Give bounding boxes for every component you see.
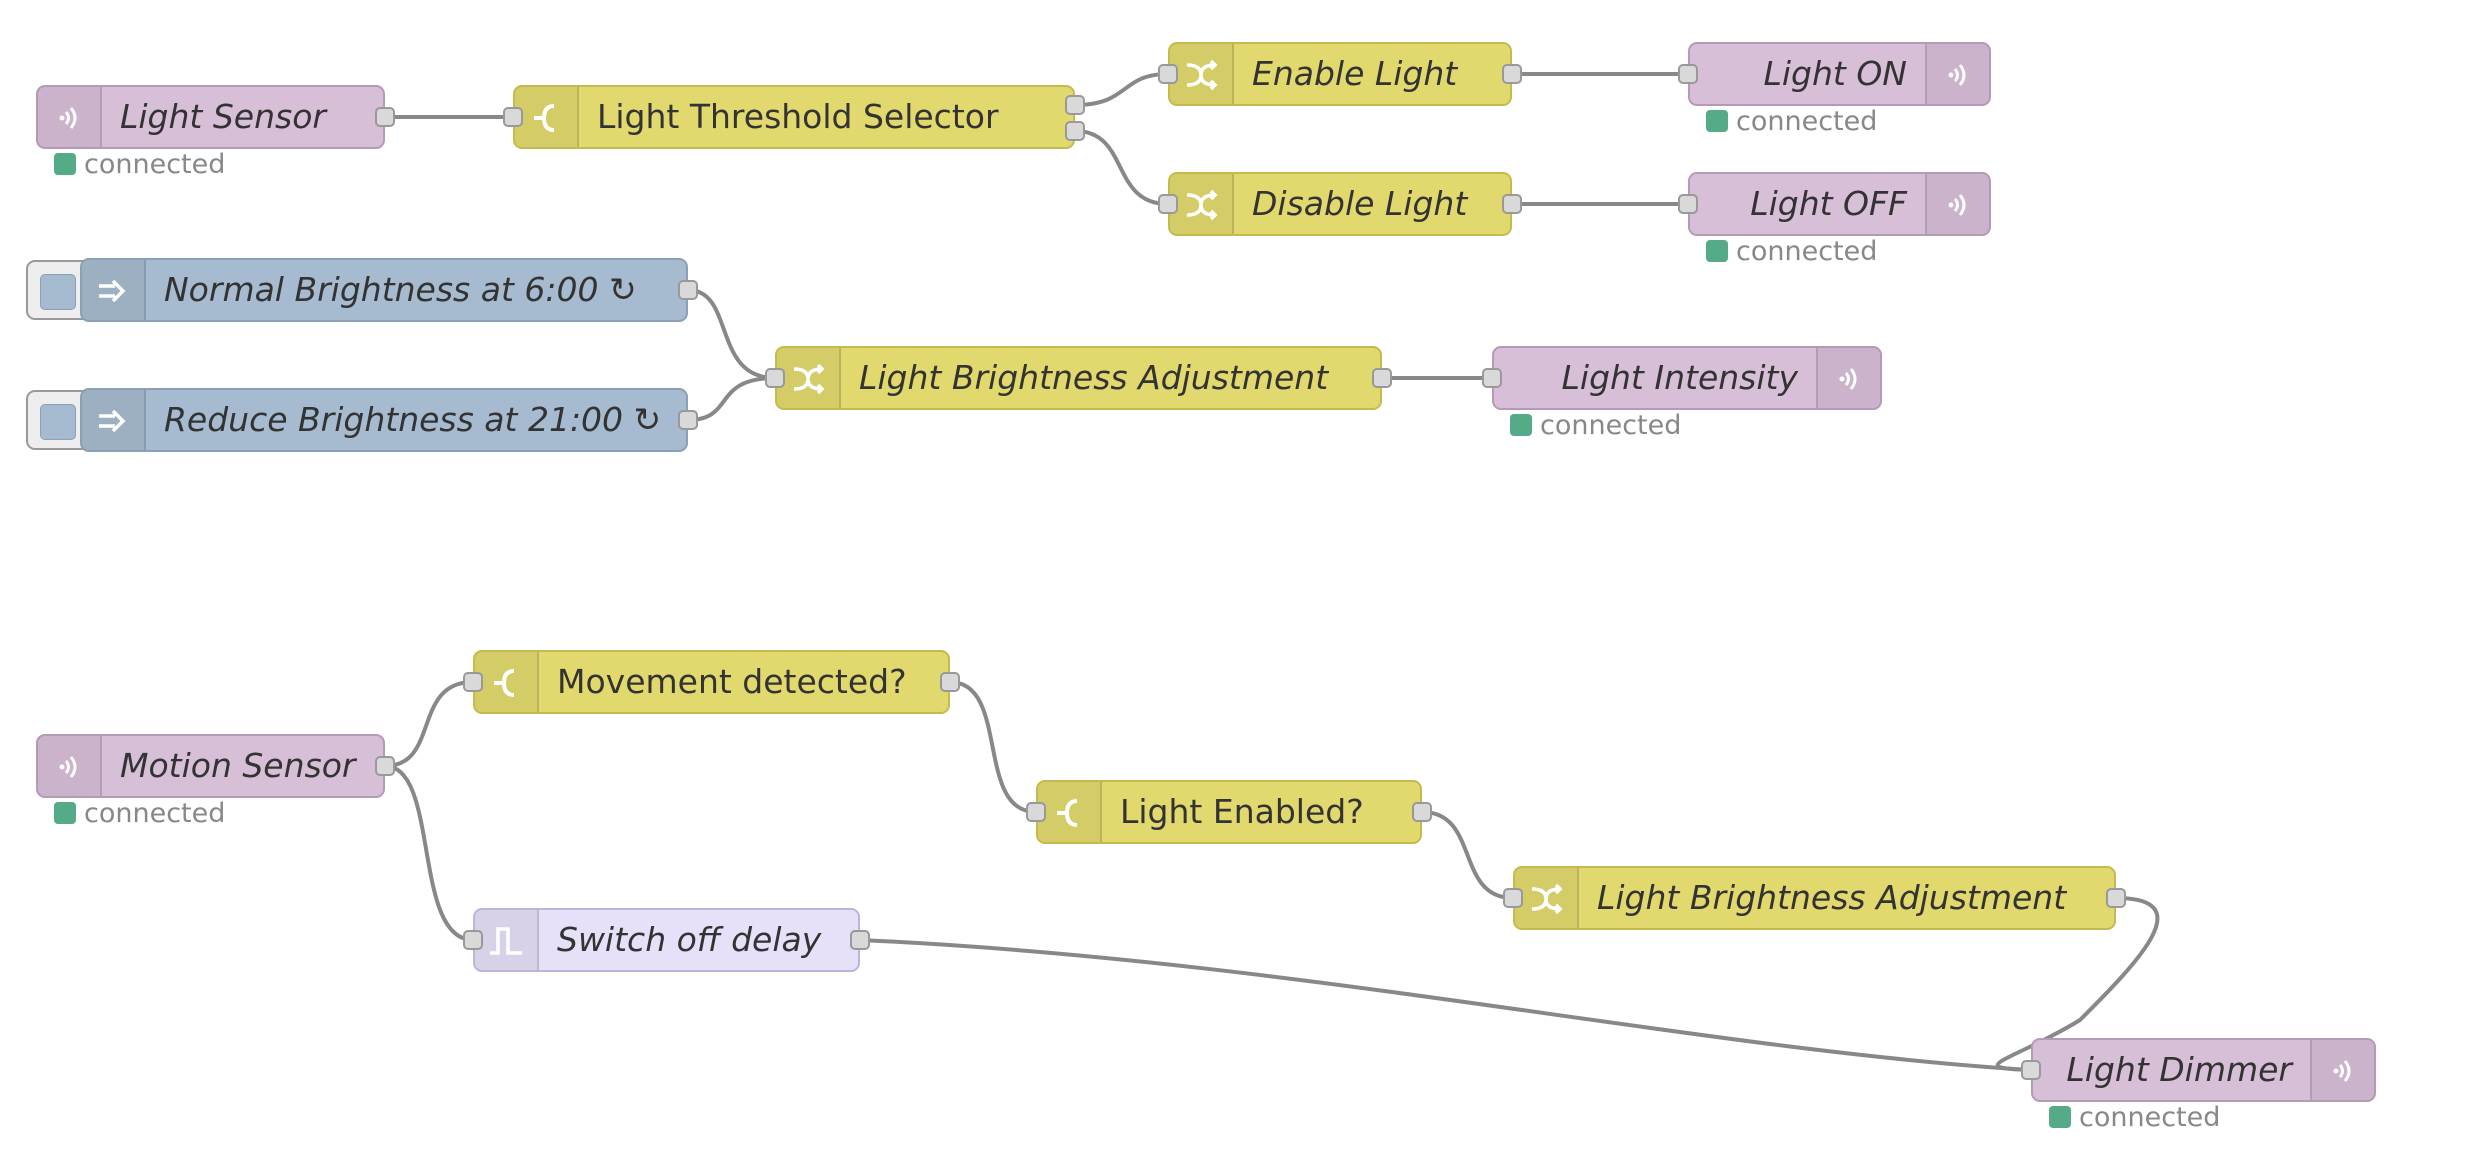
shuffle-icon — [777, 348, 841, 408]
radio-waves-icon — [2310, 1040, 2374, 1100]
shuffle-icon — [1170, 174, 1234, 234]
node-label: Light ON — [1763, 54, 1907, 93]
light-brightness-adjustment-node[interactable]: Light Brightness Adjustment — [765, 346, 1392, 410]
node-label: Light Brightness Adjustment — [1597, 878, 2067, 917]
status-indicator: connected — [54, 799, 225, 829]
input-port[interactable] — [463, 930, 483, 950]
radio-waves-icon — [1925, 44, 1989, 104]
wire[interactable] — [687, 288, 776, 380]
light-threshold-selector-node[interactable]: Light Threshold Selector — [503, 85, 1085, 149]
output-port[interactable] — [678, 280, 698, 300]
status-indicator: connected — [2049, 1103, 2220, 1133]
switch-branch-icon — [475, 652, 539, 712]
node-label: Light Threshold Selector — [597, 97, 999, 136]
node-label: Reduce Brightness at 21:00 ↻ — [164, 400, 662, 439]
output-port[interactable] — [1502, 64, 1522, 84]
wire[interactable] — [1421, 810, 1514, 900]
output-port[interactable] — [375, 756, 395, 776]
status-indicator: connected — [1510, 411, 1681, 441]
light-on-node[interactable]: Light ON — [1678, 42, 1991, 106]
wire[interactable] — [1074, 129, 1169, 206]
output-port[interactable] — [1065, 121, 1085, 141]
wire[interactable] — [1074, 72, 1169, 107]
node-label: Light Dimmer — [2066, 1050, 2292, 1089]
wire[interactable] — [859, 938, 2032, 1072]
arrow-in-icon — [82, 390, 146, 450]
switch-off-delay-node[interactable]: Switch off delay — [463, 908, 870, 972]
output-port[interactable] — [850, 930, 870, 950]
input-port[interactable] — [463, 672, 483, 692]
status-dot-icon — [1706, 239, 1728, 262]
radio-waves-icon — [1816, 348, 1880, 408]
enable-light-node[interactable]: Enable Light — [1158, 42, 1522, 106]
input-port[interactable] — [1158, 64, 1178, 84]
status-indicator: connected — [1706, 107, 1877, 137]
input-port[interactable] — [1678, 194, 1698, 214]
status-dot-icon — [2049, 1105, 2071, 1128]
node-label: Light OFF — [1750, 184, 1907, 223]
motion-sensor-node[interactable]: Motion Sensor — [36, 734, 395, 798]
wire[interactable] — [384, 764, 474, 942]
arrow-in-icon — [82, 260, 146, 320]
radio-waves-icon — [1925, 174, 1989, 234]
status-dot-icon — [1510, 413, 1532, 436]
input-port[interactable] — [1482, 368, 1502, 388]
pulse-icon — [475, 910, 539, 970]
input-port[interactable] — [2021, 1060, 2041, 1080]
light-brightness-adjustment-node[interactable]: Light Brightness Adjustment — [1503, 866, 2126, 930]
output-port[interactable] — [2106, 888, 2126, 908]
shuffle-icon — [1515, 868, 1579, 928]
node-label: Movement detected? — [557, 662, 907, 701]
output-port[interactable] — [1372, 368, 1392, 388]
wire[interactable] — [949, 680, 1037, 814]
radio-waves-icon — [38, 87, 102, 147]
output-port[interactable] — [1412, 802, 1432, 822]
radio-waves-icon — [38, 736, 102, 796]
status-indicator: connected — [54, 150, 225, 180]
status-dot-icon — [54, 801, 76, 824]
status-dot-icon — [54, 152, 76, 175]
output-port[interactable] — [375, 107, 395, 127]
output-port[interactable] — [678, 410, 698, 430]
output-port[interactable] — [1502, 194, 1522, 214]
wire[interactable] — [384, 680, 474, 768]
normal-brightness-inject-node[interactable]: Normal Brightness at 6:00 ↻ — [80, 258, 698, 322]
node-label: Disable Light — [1252, 184, 1468, 223]
status-indicator: connected — [1706, 237, 1877, 267]
input-port[interactable] — [765, 368, 785, 388]
input-port[interactable] — [1158, 194, 1178, 214]
input-port[interactable] — [1503, 888, 1523, 908]
input-port[interactable] — [1026, 802, 1046, 822]
light-intensity-node[interactable]: Light Intensity — [1482, 346, 1882, 410]
input-port[interactable] — [1678, 64, 1698, 84]
node-label: Enable Light — [1252, 54, 1458, 93]
inject-trigger-button[interactable] — [26, 390, 84, 450]
wire[interactable] — [1995, 896, 2160, 1072]
light-enabled-node[interactable]: Light Enabled? — [1026, 780, 1432, 844]
node-label: Switch off delay — [557, 920, 822, 959]
light-sensor-node[interactable]: Light Sensor — [36, 85, 395, 149]
reduce-brightness-inject-node[interactable]: Reduce Brightness at 21:00 ↻ — [80, 388, 698, 452]
light-dimmer-node[interactable]: Light Dimmer — [2021, 1038, 2376, 1102]
output-port[interactable] — [940, 672, 960, 692]
shuffle-icon — [1170, 44, 1234, 104]
wire[interactable] — [687, 376, 776, 422]
switch-branch-icon — [515, 87, 579, 147]
inject-trigger-button[interactable] — [26, 260, 84, 320]
node-label: Light Sensor — [120, 97, 326, 136]
output-port[interactable] — [1065, 95, 1085, 115]
input-port[interactable] — [503, 107, 523, 127]
light-off-node[interactable]: Light OFF — [1678, 172, 1991, 236]
disable-light-node[interactable]: Disable Light — [1158, 172, 1522, 236]
node-label: Light Enabled? — [1120, 792, 1364, 831]
node-label: Normal Brightness at 6:00 ↻ — [164, 270, 637, 309]
movement-detected-node[interactable]: Movement detected? — [463, 650, 960, 714]
node-label: Light Brightness Adjustment — [859, 358, 1329, 397]
switch-branch-icon — [1038, 782, 1102, 842]
node-label: Motion Sensor — [120, 746, 356, 785]
node-label: Light Intensity — [1561, 358, 1798, 397]
status-dot-icon — [1706, 109, 1728, 132]
